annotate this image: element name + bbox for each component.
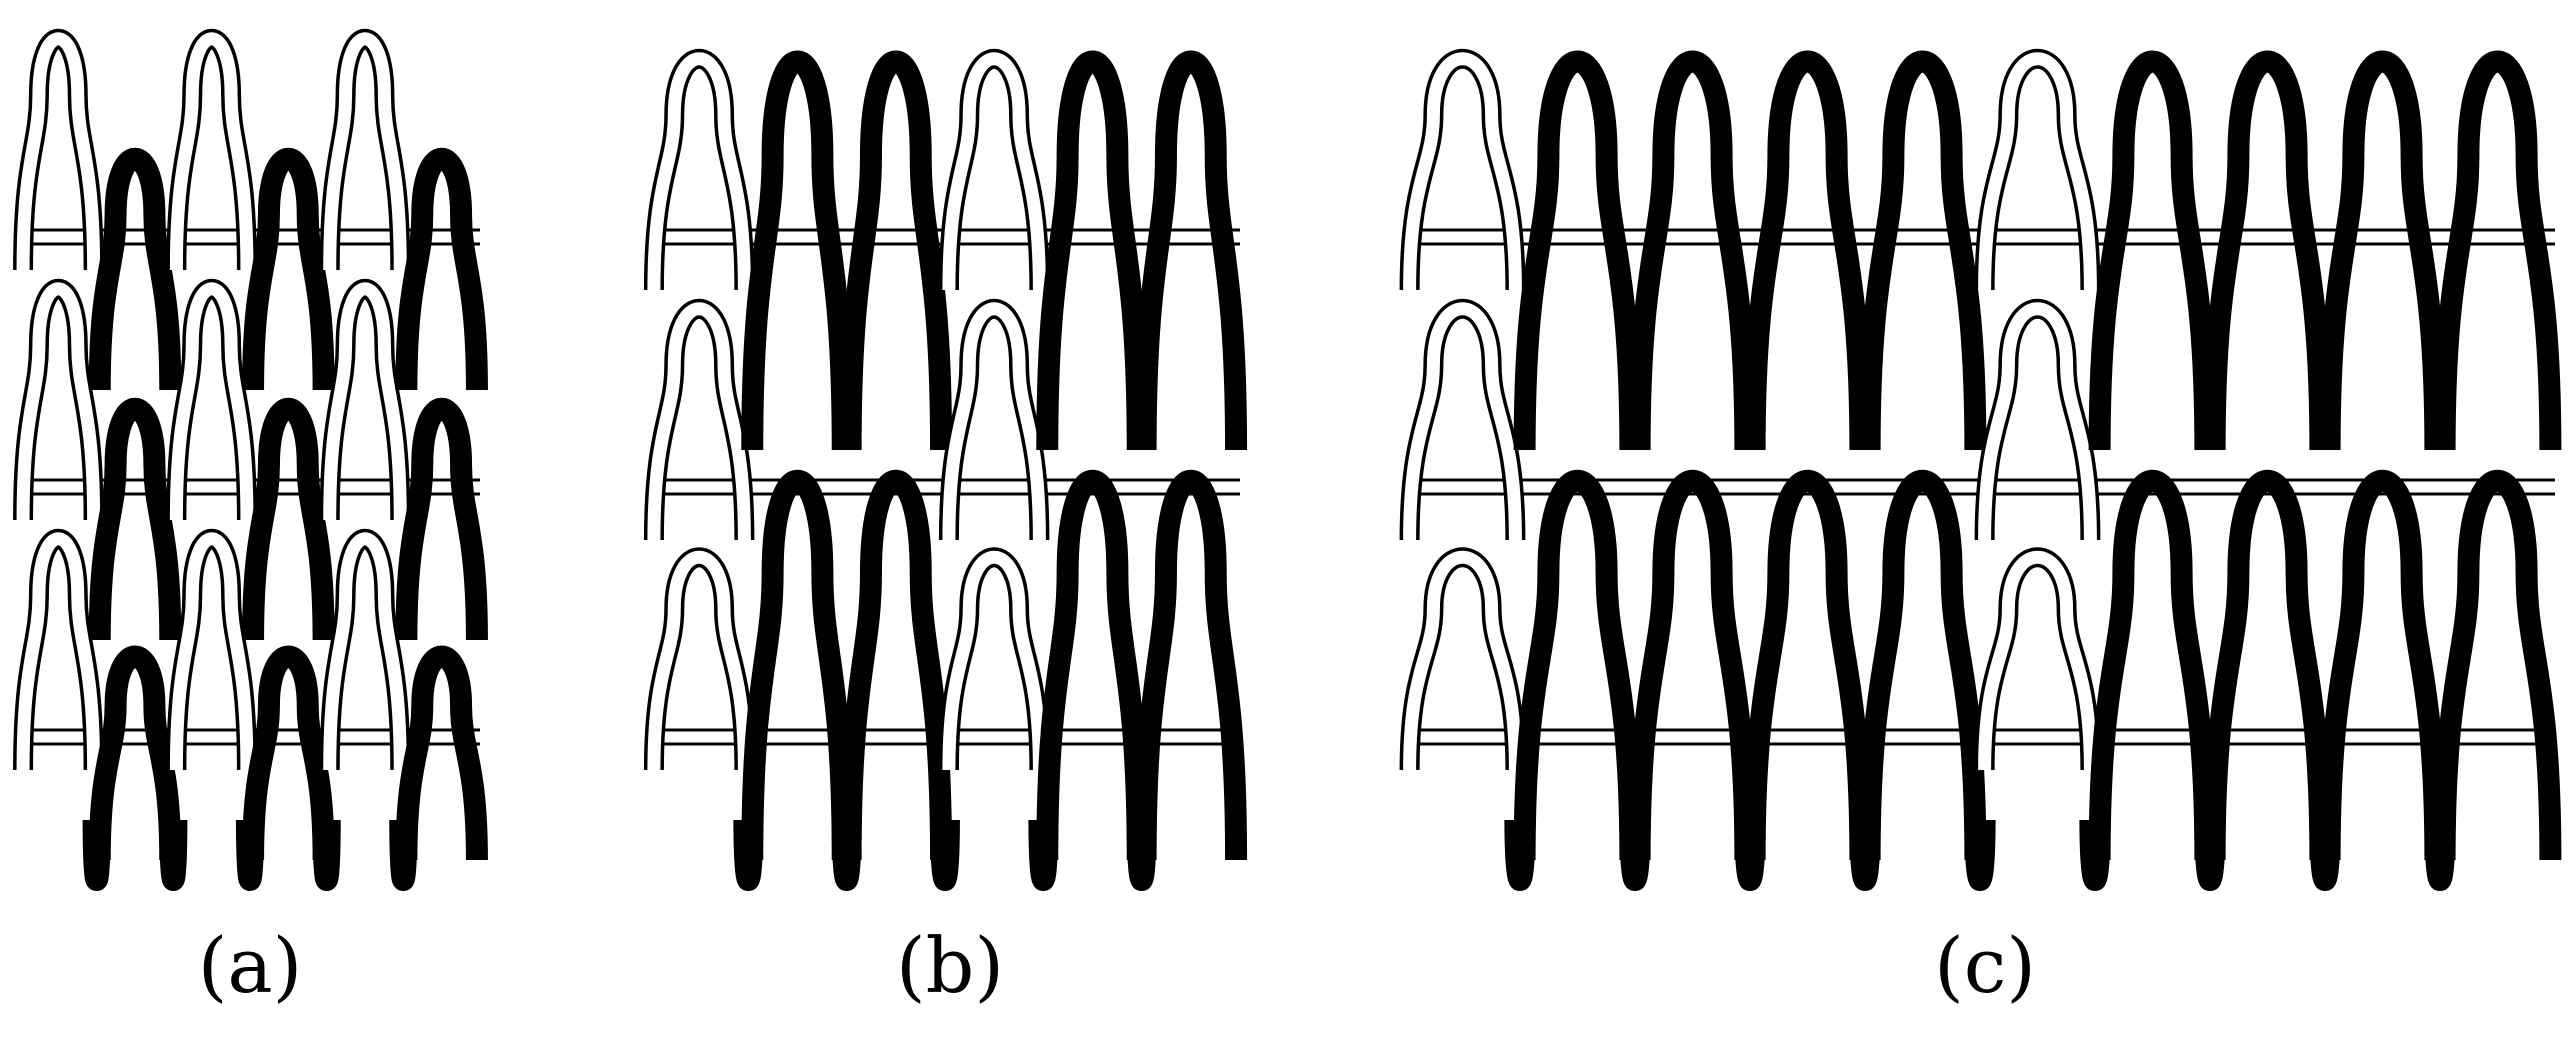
light-loop xyxy=(13,529,104,771)
light-loop xyxy=(166,529,257,771)
light-loop xyxy=(13,279,104,521)
dark-loop xyxy=(242,398,335,641)
light-loop xyxy=(938,49,1050,291)
dark-loop xyxy=(839,50,953,451)
dark-loop xyxy=(395,148,488,391)
light-loop xyxy=(643,298,755,541)
light-loop xyxy=(319,29,411,271)
sinker-loop xyxy=(733,819,764,891)
dark-loop xyxy=(2318,470,2447,861)
dark-loop xyxy=(1858,470,1987,861)
dark-loop xyxy=(2433,50,2562,451)
light-loop xyxy=(319,529,411,771)
dark-loop xyxy=(1513,50,1642,451)
light-loop xyxy=(1399,547,1526,771)
dark-loop xyxy=(1628,470,1757,861)
sinker-loop xyxy=(1849,819,1881,891)
dark-loop xyxy=(242,148,335,391)
dark-loop xyxy=(2318,50,2447,451)
dark-loop xyxy=(2203,50,2332,451)
light-loop xyxy=(166,279,257,521)
sinker-loop xyxy=(1964,819,1996,891)
sinker-loop xyxy=(930,819,960,891)
dark-loop xyxy=(88,148,182,391)
caption-a: (a) xyxy=(197,921,303,1010)
sinker-loop xyxy=(159,819,188,891)
dark-loop xyxy=(2088,470,2217,861)
light-loop xyxy=(319,279,411,521)
dark-loop xyxy=(1036,470,1149,861)
dark-loop xyxy=(1743,50,1872,451)
dark-loop xyxy=(741,470,854,861)
light-loop xyxy=(643,547,755,771)
dark-loop xyxy=(2088,50,2217,451)
dark-loop xyxy=(1858,50,1987,451)
light-loop xyxy=(938,298,1050,541)
sinker-loop xyxy=(2194,819,2226,891)
sinker-loop xyxy=(1734,819,1766,891)
caption-b: (b) xyxy=(896,921,1004,1010)
sinker-loop xyxy=(1028,819,1059,891)
dark-loop xyxy=(1628,50,1757,451)
dark-loop xyxy=(1134,50,1248,451)
light-loop xyxy=(1974,49,2101,291)
knit-diagram-c xyxy=(1399,49,2562,891)
dark-loop xyxy=(242,645,335,861)
dark-loop xyxy=(1743,470,1872,861)
panel-a xyxy=(13,0,488,891)
sinker-loop xyxy=(2079,819,2111,891)
sinker-loop xyxy=(2424,819,2456,891)
light-loop xyxy=(1974,547,2101,771)
dark-loop xyxy=(1036,50,1149,451)
light-loop xyxy=(643,49,755,291)
light-loop xyxy=(13,29,104,271)
knit-diagram-a xyxy=(13,29,488,891)
dark-loop xyxy=(88,645,182,861)
dark-loop xyxy=(2433,470,2562,861)
dark-loop xyxy=(1134,470,1248,861)
sinker-loop xyxy=(831,819,862,891)
sinker-loop xyxy=(235,819,265,891)
caption-c: (c) xyxy=(1934,921,2036,1010)
dark-loop xyxy=(1513,470,1642,861)
dark-loop xyxy=(395,645,488,861)
sinker-loop xyxy=(1126,819,1157,891)
light-loop xyxy=(1974,298,2101,541)
sinker-loop xyxy=(2309,819,2341,891)
sinker-loop xyxy=(82,819,111,891)
dark-loop xyxy=(88,398,182,641)
sinker-loop xyxy=(1504,819,1536,891)
sinker-loop xyxy=(389,819,418,891)
knit-diagram-b xyxy=(643,49,1248,891)
dark-loop xyxy=(395,398,488,641)
light-loop xyxy=(938,547,1050,771)
light-loop xyxy=(166,29,257,271)
sinker-loop xyxy=(312,819,341,891)
dark-loop xyxy=(2203,470,2332,861)
sinker-loop xyxy=(1619,819,1651,891)
light-loop xyxy=(1399,49,1526,291)
dark-loop xyxy=(839,470,953,861)
dark-loop xyxy=(741,50,854,451)
panel-c xyxy=(1399,0,2562,891)
panel-b xyxy=(643,0,1248,891)
light-loop xyxy=(1399,298,1526,541)
